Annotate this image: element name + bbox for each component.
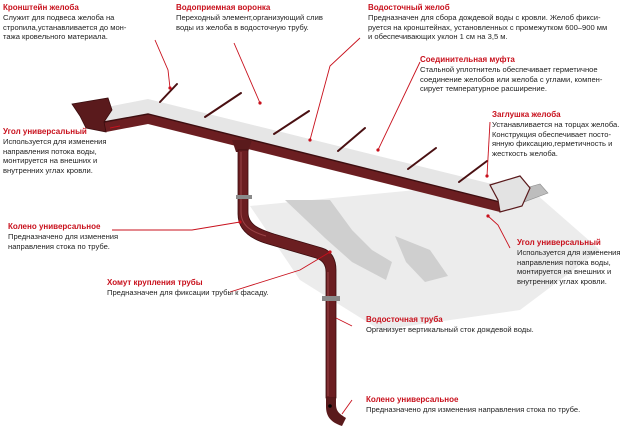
gutter-end-cap <box>489 175 531 213</box>
callout-title: Водоприемная воронка <box>176 3 271 12</box>
callout-text: Устанавливается на торцах желоба. Констр… <box>492 120 620 158</box>
gutter-corner-left <box>71 97 113 133</box>
callout-downpipe: Водосточная труба Организует вертикальны… <box>366 315 562 335</box>
callout-title: Водосточный желоб <box>368 3 450 12</box>
leader-lines <box>109 37 511 415</box>
callout-title: Колено универсальное <box>8 222 101 231</box>
callout-title: Заглушка желоба <box>492 110 561 119</box>
callout-drop-outlet: Водоприемная воронка Переходный элемент,… <box>176 3 356 32</box>
callout-text: Предназначено для изменения направления … <box>366 405 581 414</box>
callout-end-cap: Заглушка желоба Устанавливается на торца… <box>492 110 626 158</box>
callout-title: Угол универсальный <box>517 238 601 247</box>
gutter-trough <box>102 99 501 212</box>
callout-corner-left: Угол универсальный Используется для изме… <box>3 127 128 175</box>
callout-text: Переходный элемент,организующий слив вод… <box>176 13 323 32</box>
callout-corner-right: Угол универсальный Используется для изме… <box>517 238 629 286</box>
ground-shadow <box>250 180 600 330</box>
callout-gutter: Водосточный желоб Предназначен для сбора… <box>368 3 626 42</box>
callout-text: Предназначен для фиксации трубы к фасаду… <box>107 288 269 297</box>
callout-text: Служит для подвеса желоба на стропила,ус… <box>3 13 127 42</box>
callout-pipe-clamp: Хомут крупления трубы Предназначен для ф… <box>107 278 292 298</box>
callout-title: Хомут крупления трубы <box>107 278 203 287</box>
callout-title: Колено универсальное <box>366 395 459 404</box>
gutter-brackets <box>159 83 488 183</box>
callout-title: Соединительная муфта <box>420 55 515 64</box>
callout-title: Кронштейн желоба <box>3 3 79 12</box>
callout-elbow-bottom: Колено универсальное Предназначено для и… <box>366 395 616 415</box>
callout-text: Предназначен для сбора дождевой воды с к… <box>368 13 608 42</box>
callout-title: Угол универсальный <box>3 127 87 136</box>
callout-text: Организует вертикальный сток дождевой во… <box>366 325 534 334</box>
callout-title: Водосточная труба <box>366 315 443 324</box>
leader-dots <box>168 86 490 254</box>
callout-text: Стальной уплотнитель обеспечивает гермет… <box>420 65 603 94</box>
callout-text: Предназначено для изменения направления … <box>8 232 119 251</box>
downpipe-assembly <box>232 140 346 426</box>
callout-gutter-bracket: Кронштейн желоба Служит для подвеса жело… <box>3 3 168 42</box>
callout-elbow: Колено универсальное Предназначено для и… <box>8 222 138 251</box>
callout-text: Используется для изменения направления п… <box>517 248 621 286</box>
callout-text: Используется для изменения направления п… <box>3 137 107 175</box>
callout-connector: Соединительная муфта Стальной уплотнител… <box>420 55 626 94</box>
